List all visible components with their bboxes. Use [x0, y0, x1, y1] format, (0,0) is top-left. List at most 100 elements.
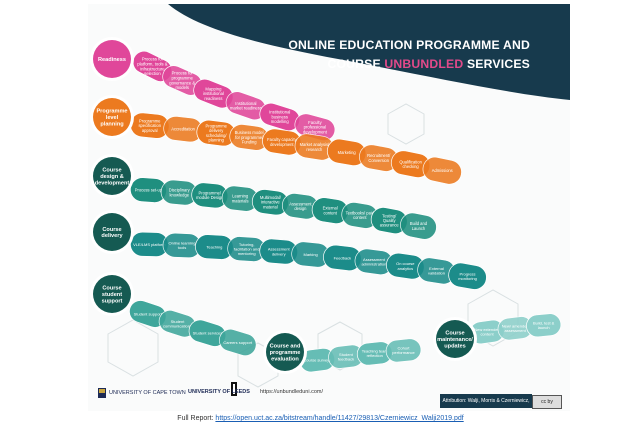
footer-prefix: Full Report:	[177, 415, 216, 422]
process-step-segment	[400, 212, 437, 240]
stage-hub-0: Readiness	[90, 37, 134, 81]
process-step: Admissions	[422, 156, 462, 185]
stage-hub-circle	[93, 98, 131, 136]
stage-hub-label: Readiness	[98, 57, 126, 63]
process-step-segment	[218, 328, 257, 357]
header-band	[168, 4, 570, 100]
cc-license-badge: cc by	[532, 395, 562, 409]
process-step-label: Student services	[193, 331, 223, 336]
process-step-label: Marketing	[338, 150, 357, 155]
uct-logo	[98, 388, 106, 398]
process-step-label: Marking	[304, 252, 318, 257]
title-line-2-suffix: SERVICES	[463, 57, 530, 71]
unbundled-url[interactable]: https://unbundleduni.com/	[260, 389, 323, 395]
stage-hub-circle	[93, 275, 131, 313]
process-step: Marketing	[326, 138, 367, 166]
process-step-label: Careers support	[223, 340, 253, 345]
process-step: Student support	[129, 300, 167, 328]
stage-hub-circle	[93, 213, 131, 251]
leeds-logo-text: UNIVERSITY OF LEEDS	[188, 389, 250, 395]
leeds-logo	[231, 382, 237, 396]
process-step-label: Course surveys	[303, 358, 331, 363]
process-step-segment	[526, 313, 562, 338]
process-step-label: Teaching	[206, 244, 222, 249]
process-step-segment	[422, 156, 462, 185]
stage-hub-circle	[93, 40, 131, 78]
process-step-label: Process set-up	[135, 188, 163, 193]
process-step-segment	[448, 262, 487, 290]
title-line-2: COURSE UNBUNDLED SERVICES	[327, 57, 530, 71]
attribution-box: Attribution: Walji, Morris & Czerniewicz…	[440, 394, 532, 408]
process-step-label: Accreditation	[171, 127, 195, 132]
process-step: Market analysis/research	[294, 133, 335, 161]
title-highlight: UNBUNDLED	[384, 57, 464, 71]
stage-hub-circle	[93, 157, 131, 195]
process-step-label: Admissions	[432, 168, 453, 173]
process-step: Programme/module Design	[191, 182, 229, 209]
process-step-label: Student support	[134, 311, 163, 316]
process-step-label: VLE/LMS platform	[133, 242, 166, 247]
process-step-label: Recruitment/Conversion	[367, 153, 391, 163]
process-step-segment	[385, 338, 422, 363]
report-link[interactable]: https://open.uct.ac.za/bitstream/handle/…	[215, 415, 464, 422]
